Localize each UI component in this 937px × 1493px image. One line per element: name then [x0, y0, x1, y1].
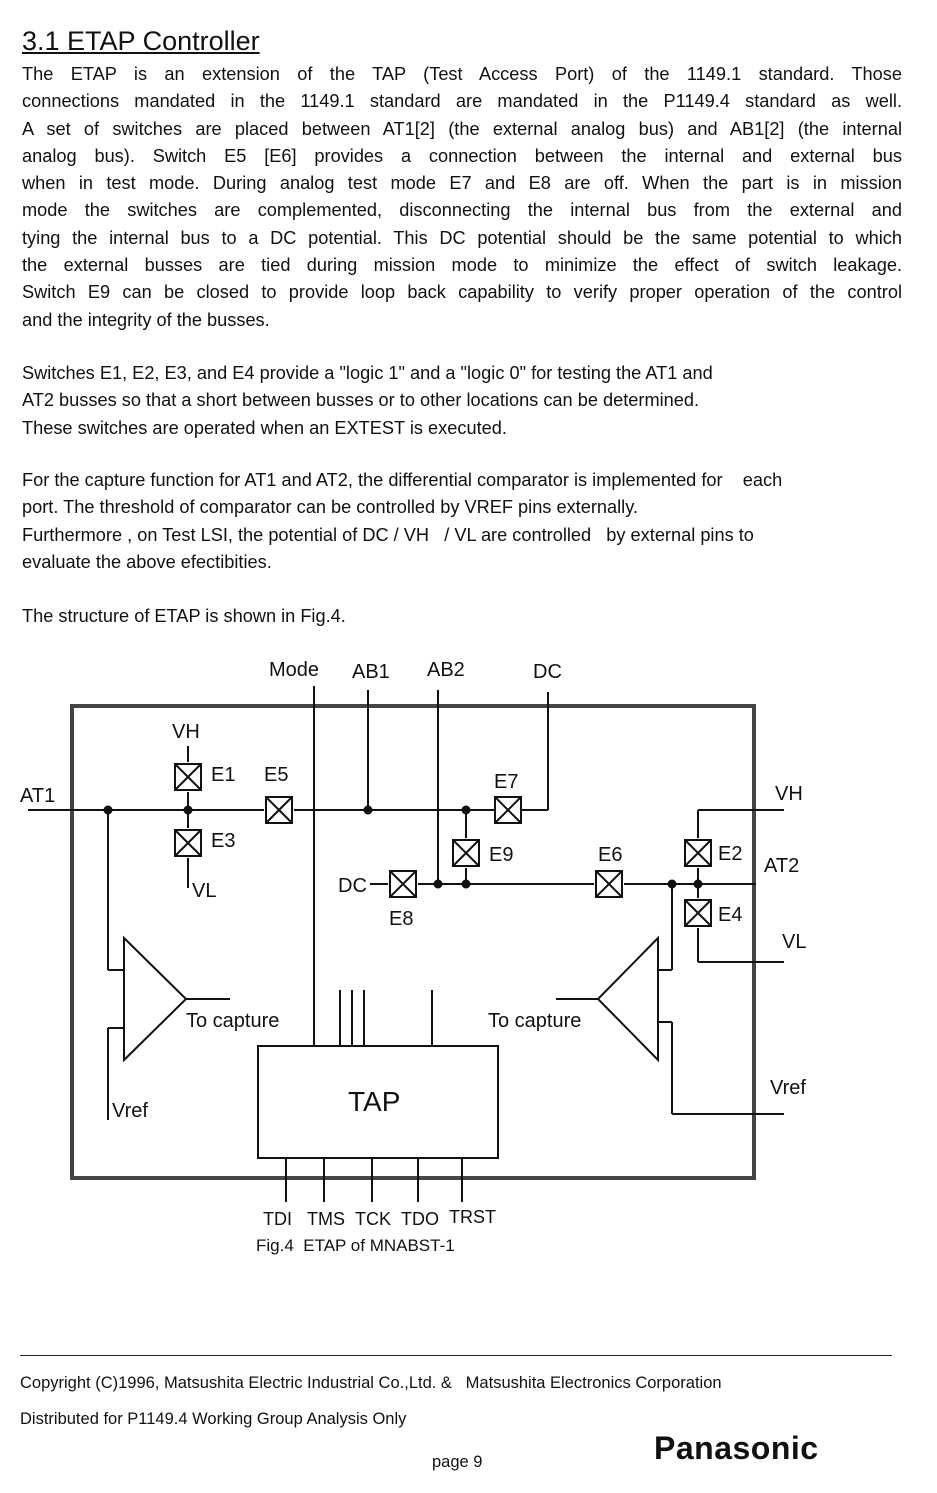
paragraph-capture: For the capture function for AT1 and AT2…: [22, 467, 902, 576]
text-line: These switches are operated when an EXTE…: [22, 417, 507, 438]
switch-e1: [174, 763, 202, 791]
label-ab1: AB1: [352, 661, 390, 683]
label-tms: TMS: [307, 1209, 345, 1229]
text-line: when in test mode. During analog test mo…: [22, 173, 902, 194]
label-at1: AT1: [20, 785, 55, 807]
figure-caption: Fig.4 ETAP of MNABST-1: [256, 1236, 455, 1255]
text-line: The structure of ETAP is shown in Fig.4.: [22, 606, 346, 626]
switch-e2: [684, 839, 712, 867]
switch-e5: [265, 796, 293, 824]
page-number: page 9: [432, 1453, 483, 1471]
text-line: mode the switches are complemented, disc…: [22, 200, 902, 221]
text-line: analog bus). Switch E5 [E6] provides a c…: [22, 145, 902, 166]
tap-block: [257, 1045, 499, 1159]
comparator-left: [123, 935, 188, 1063]
panasonic-logo: Panasonic: [654, 1430, 819, 1466]
text-line: For the capture function for AT1 and AT2…: [22, 470, 783, 490]
paragraph-etap-description: The ETAP is an extension of the TAP (Tes…: [22, 61, 902, 334]
label-trst: TRST: [449, 1207, 496, 1227]
etap-schematic-figure: Mode AB1 AB2 DC AT1 VH VL Vref DC VH AT2…: [20, 659, 806, 1229]
label-to-capture-left: To capture: [186, 1010, 279, 1032]
text-line: Furthermore , on Test LSI, the potential…: [22, 524, 754, 545]
footer-copyright: Copyright (C)1996, Matsushita Electric I…: [20, 1374, 722, 1392]
switch-e4: [684, 899, 712, 927]
chip-boundary: [70, 704, 756, 1180]
text-line: the external busses are tied during miss…: [22, 255, 902, 276]
label-tck: TCK: [355, 1209, 391, 1229]
label-e8: E8: [389, 908, 413, 930]
label-vl-right: VL: [782, 931, 806, 953]
label-at2: AT2: [764, 855, 799, 877]
label-vl-left: VL: [192, 880, 216, 902]
label-e9: E9: [489, 844, 513, 866]
label-e1: E1: [211, 764, 235, 786]
paragraph-figure-reference: The structure of ETAP is shown in Fig.4.: [22, 603, 902, 630]
text-line: and the integrity of the busses.: [22, 309, 270, 330]
footer-divider: [20, 1355, 892, 1356]
label-mode: Mode: [269, 659, 319, 681]
footer-distribution: Distributed for P1149.4 Working Group An…: [20, 1410, 407, 1428]
label-to-capture-right: To capture: [488, 1010, 581, 1032]
label-e5: E5: [264, 764, 288, 786]
text-line: AT2 busses so that a short between busse…: [22, 390, 700, 411]
text-line: connections mandated in the 1149.1 stand…: [22, 91, 902, 112]
switch-e3: [174, 829, 202, 857]
switch-e8: [389, 870, 417, 898]
label-e3: E3: [211, 830, 235, 852]
label-dc-left: DC: [338, 875, 367, 897]
label-e4: E4: [718, 904, 742, 926]
text-line: tying the internal bus to a DC potential…: [22, 227, 902, 248]
text-line: The ETAP is an extension of the TAP (Tes…: [22, 64, 902, 84]
label-ab2: AB2: [427, 659, 465, 681]
text-line: evaluate the above efectibities.: [22, 551, 272, 572]
switch-e9: [452, 839, 480, 867]
label-vh-right: VH: [775, 783, 803, 805]
section-heading: 3.1 ETAP Controller: [22, 26, 260, 56]
label-tap: TAP: [348, 1086, 400, 1117]
switch-e6: [595, 870, 623, 898]
text-line: Switches E1, E2, E3, and E4 provide a "l…: [22, 363, 713, 383]
label-e6: E6: [598, 844, 622, 866]
label-e7: E7: [494, 771, 518, 793]
label-vref-right: Vref: [770, 1077, 806, 1099]
label-vh-left: VH: [172, 721, 200, 743]
label-dc-top: DC: [533, 661, 562, 683]
text-line: A set of switches are placed between AT1…: [22, 118, 902, 139]
comparator-right: [596, 935, 659, 1063]
label-vref-left: Vref: [112, 1100, 148, 1122]
label-e2: E2: [718, 843, 742, 865]
label-tdi: TDI: [263, 1209, 292, 1229]
label-tdo: TDO: [401, 1209, 439, 1229]
text-line: Switch E9 can be closed to provide loop …: [22, 282, 902, 303]
switch-e7: [494, 796, 522, 824]
text-line: port. The threshold of comparator can be…: [22, 497, 638, 518]
paragraph-switches: Switches E1, E2, E3, and E4 provide a "l…: [22, 360, 902, 442]
